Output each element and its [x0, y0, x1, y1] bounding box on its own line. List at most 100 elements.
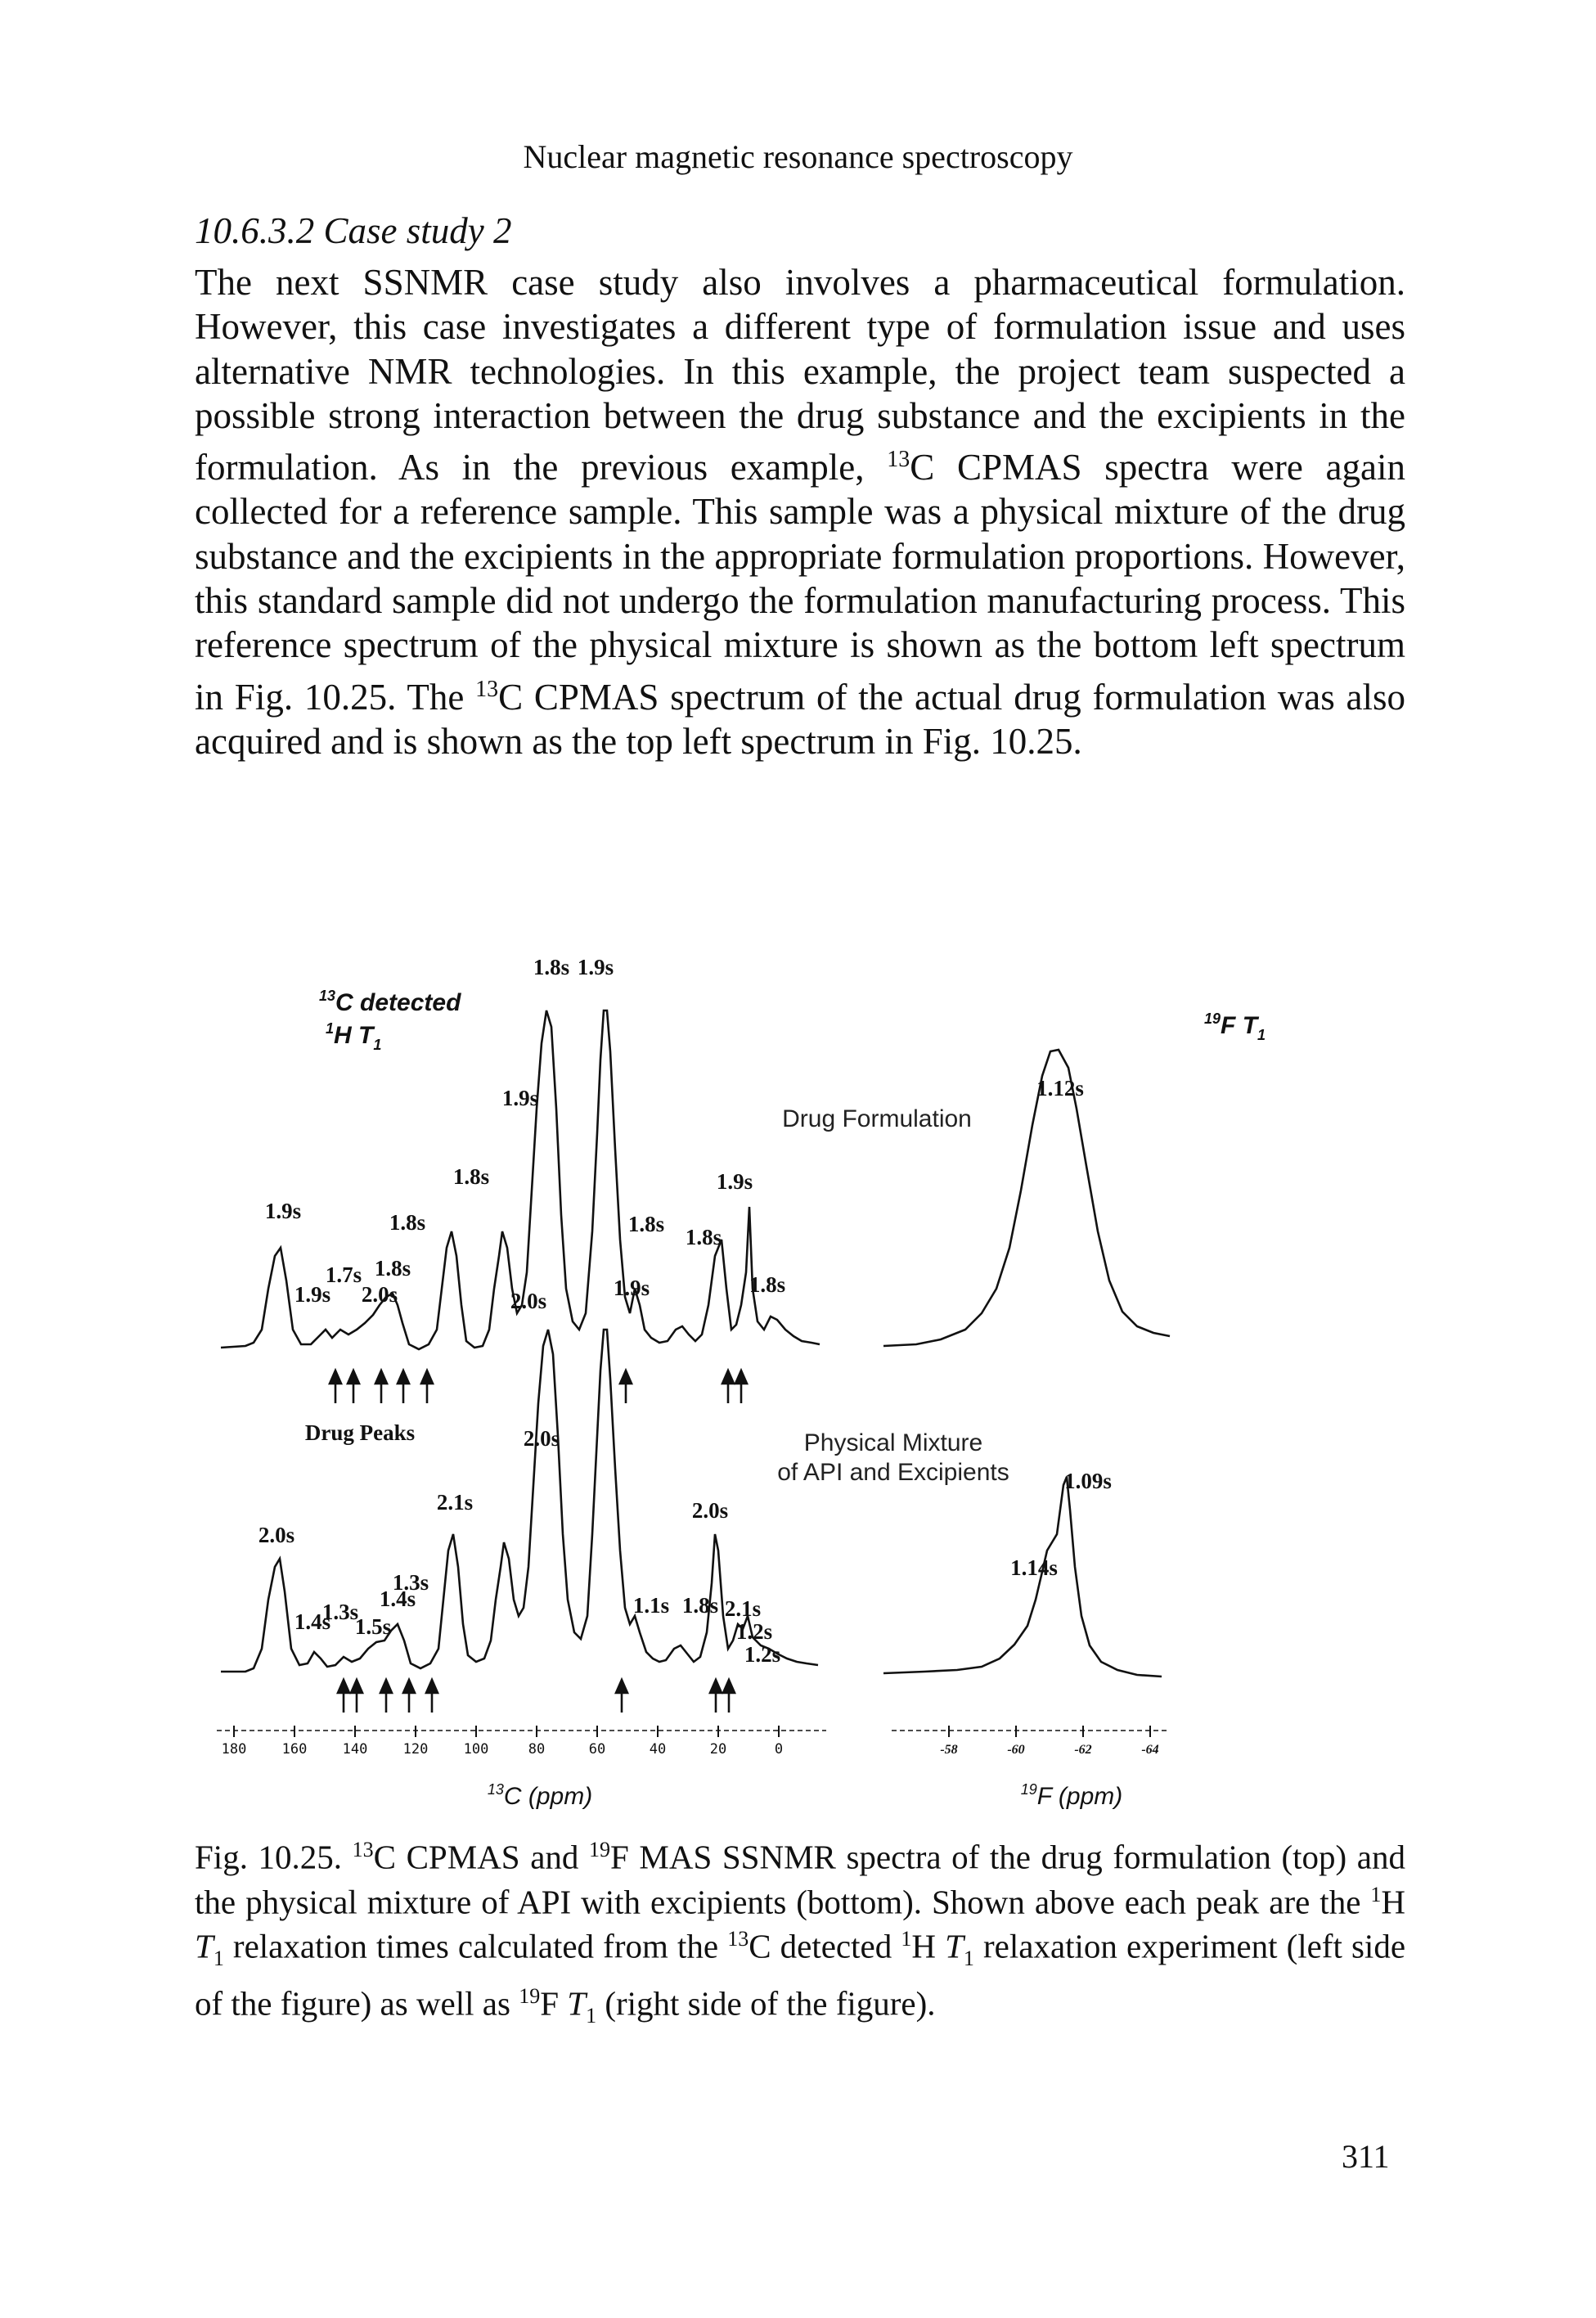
- peak-label: 2.0s: [510, 1289, 546, 1313]
- axis-tick-label: 20: [710, 1741, 726, 1758]
- axis-tick-label: -64: [1141, 1743, 1158, 1757]
- top-spectrum-label: Drug Formulation: [782, 1105, 972, 1132]
- left-figure-title-1: 13C detected: [319, 988, 461, 1016]
- c13-ppm-axis: 180 160 140 120 100 80 60 40 20 0 13C (p…: [217, 1726, 826, 1810]
- running-head: Nuclear magnetic resonance spectroscopy: [523, 138, 1073, 175]
- figure-10-25: 13C detected 1H T1 19F T1: [205, 945, 1399, 1821]
- caption-text: (right side of the figure).: [596, 1984, 936, 2023]
- peak-label: 2.0s: [692, 1498, 728, 1523]
- axis-tick-label: -62: [1074, 1743, 1091, 1757]
- subscript: 1: [963, 1947, 974, 1971]
- drug-peak-arrows-bottom: [336, 1677, 736, 1713]
- peak-label: 1.4s: [294, 1609, 330, 1634]
- axis-tick-label: 160: [282, 1741, 308, 1758]
- page-number: 311: [1342, 2138, 1390, 2175]
- right-figure-title: 19F T1: [1204, 1010, 1266, 1043]
- superscript: 19: [519, 1984, 541, 2009]
- body-text-a: The next SSNMR case study also involves …: [195, 262, 1405, 488]
- peak-label: 1.3s: [322, 1600, 358, 1624]
- t1-symbol: T: [195, 1927, 214, 1965]
- peak-label: 1.4s: [380, 1587, 416, 1611]
- t1-symbol: T: [945, 1927, 964, 1965]
- peak-label: 1.8s: [628, 1212, 664, 1236]
- bottom-spectrum-label-2: of API and Excipients: [777, 1459, 1009, 1486]
- peak-label: 1.9s: [578, 955, 614, 979]
- top-c13-spectrum: [220, 1009, 820, 1351]
- axis-tick-label: 180: [222, 1741, 247, 1758]
- caption-text: F: [540, 1984, 568, 2023]
- axis-tick-label: 120: [403, 1741, 429, 1758]
- superscript: 13: [352, 1838, 374, 1861]
- axis-tick-label: -58: [940, 1743, 957, 1757]
- peak-label: 1.12s: [1036, 1076, 1084, 1100]
- caption-text: C CPMAS and: [373, 1838, 589, 1876]
- peak-label: 1.9s: [502, 1086, 538, 1110]
- peak-label: 1.8s: [375, 1256, 411, 1281]
- peak-label: 2.1s: [437, 1490, 473, 1515]
- axis-tick-label: 100: [464, 1741, 489, 1758]
- bottom-spectrum-label-1: Physical Mixture: [804, 1429, 982, 1456]
- peak-label: 1.5s: [355, 1614, 391, 1639]
- caption-text: relaxation times calculated from the: [223, 1927, 728, 1965]
- peak-label: 2.0s: [362, 1282, 398, 1307]
- peak-label: 1.8s: [686, 1225, 722, 1249]
- bottom-c13-peak-labels: 2.0s 1.4s 1.3s 1.5s 1.4s 1.3s 2.1s 2.0s …: [259, 1426, 780, 1667]
- f19-axis-title: 19F (ppm): [1021, 1781, 1123, 1810]
- peak-label: 1.9s: [614, 1276, 650, 1300]
- f19-ppm-axis: -58 -60 -62 -64 19F (ppm): [892, 1726, 1170, 1810]
- caption-prefix: Fig. 10.25.: [195, 1838, 353, 1876]
- superscript: 19: [589, 1838, 610, 1861]
- peak-label: 1.1s: [633, 1593, 669, 1618]
- c13-axis-title: 13C (ppm): [488, 1781, 592, 1810]
- superscript: 13: [475, 676, 499, 702]
- axis-tick-label: 60: [589, 1741, 605, 1758]
- nmr-spectra-figure: 13C detected 1H T1 19F T1: [217, 955, 1266, 1810]
- peak-label: 1.8s: [453, 1164, 489, 1189]
- top-f19-spectrum: [883, 1048, 1171, 1348]
- axis-tick-label: 140: [343, 1741, 368, 1758]
- axis-tick-label: 0: [775, 1741, 783, 1758]
- peak-label: 1.9s: [717, 1169, 753, 1194]
- caption-text: C detected: [749, 1927, 901, 1965]
- peak-label: 1.8s: [533, 955, 569, 979]
- superscript: 1: [1370, 1882, 1382, 1906]
- peak-label: 2.1s: [725, 1596, 761, 1621]
- axis-tick-label: 40: [650, 1741, 666, 1758]
- peak-label: 2.0s: [259, 1523, 294, 1547]
- peak-label: 1.8s: [682, 1593, 718, 1618]
- superscript: 13: [727, 1927, 749, 1951]
- body-paragraph: The next SSNMR case study also involves …: [195, 260, 1405, 763]
- caption-text: H: [911, 1927, 946, 1965]
- peak-label: 1.7s: [326, 1263, 362, 1287]
- peak-label: 1.2s: [736, 1619, 772, 1644]
- peak-label: 1.09s: [1064, 1469, 1112, 1493]
- top-c13-peak-labels: 1.9s 1.9s 1.7s 2.0s 1.8s 1.8s 1.8s 1.9s …: [265, 955, 785, 1313]
- body-text-b: C CPMAS spectra were again collected for…: [195, 447, 1406, 718]
- t1-symbol: T: [567, 1984, 587, 2023]
- peak-label: 1.2s: [744, 1642, 780, 1667]
- peak-label: 1.9s: [294, 1282, 330, 1307]
- peak-label: 2.0s: [524, 1426, 560, 1451]
- subscript: 1: [213, 1947, 224, 1971]
- peak-label: 1.3s: [393, 1570, 429, 1595]
- caption-text: H: [1381, 1883, 1405, 1921]
- bottom-c13-spectrum: [221, 1328, 819, 1673]
- superscript: 1: [901, 1927, 912, 1951]
- superscript: 13: [887, 447, 910, 473]
- peak-label: 1.9s: [265, 1199, 301, 1223]
- axis-tick-label: -60: [1007, 1743, 1024, 1757]
- section-heading: 10.6.3.2 Case study 2: [195, 210, 512, 251]
- figure-caption: Fig. 10.25. 13C CPMAS and 19F MAS SSNMR …: [195, 1831, 1405, 2035]
- left-figure-title-2: 1H T1: [326, 1020, 381, 1053]
- axis-tick-label: 80: [528, 1741, 545, 1758]
- caption-text: F MAS SSNMR spectra of the drug formulat…: [195, 1838, 1406, 1921]
- peak-label: 1.8s: [389, 1210, 425, 1235]
- drug-peaks-label: Drug Peaks: [305, 1420, 415, 1445]
- subscript: 1: [586, 2004, 597, 2028]
- peak-label: 1.8s: [749, 1272, 785, 1297]
- caption-text: relaxation experiment (left side of the …: [195, 1927, 1406, 2023]
- body-text-c: C CPMAS spectrum of the actual drug form…: [195, 676, 1405, 762]
- drug-peak-arrows-top: [328, 1367, 749, 1403]
- peak-label: 1.14s: [1010, 1555, 1058, 1580]
- bottom-f19-spectrum: [883, 1476, 1162, 1678]
